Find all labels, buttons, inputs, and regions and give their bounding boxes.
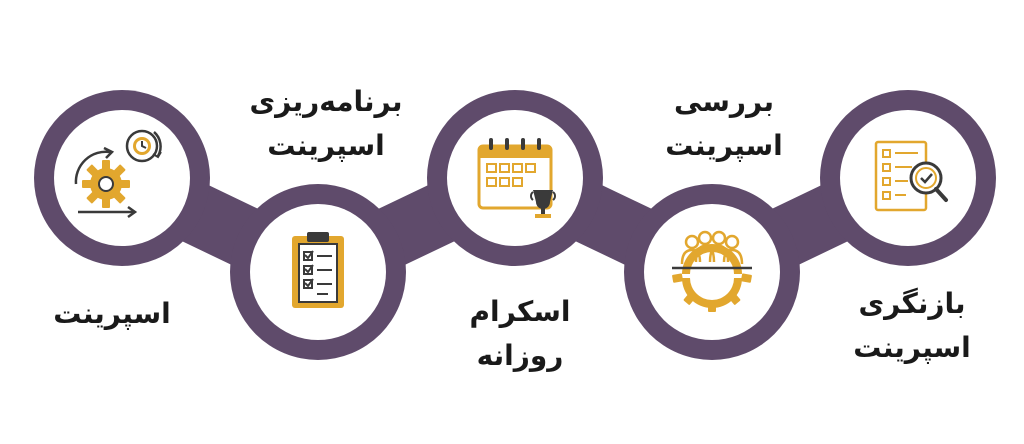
step-1-ring <box>34 90 210 266</box>
step-2-label: برنامه‌ریزی اسپرینت <box>250 80 403 168</box>
step-3-label-line-2: روزانه <box>476 339 564 372</box>
step-4-label: بررسی اسپرینت <box>665 80 783 168</box>
step-3-label-line-1: اسکرام <box>469 295 571 328</box>
step-5-label-line-1: بازنگری <box>858 287 966 320</box>
clipboard-checklist-icon <box>292 232 344 308</box>
step-1-label-line-1: اسپرینت <box>53 297 171 330</box>
step-2-label-line-1: برنامه‌ریزی <box>249 85 403 118</box>
step-4-ring <box>624 184 800 360</box>
step-5-label-line-2: اسپرینت <box>853 331 971 364</box>
step-4-label-line-2: اسپرینت <box>665 129 783 162</box>
step-4-label-line-1: بررسی <box>674 85 774 118</box>
step-3-label: اسکرام روزانه <box>470 290 571 378</box>
team-gear-icon <box>672 230 752 312</box>
step-5-label: بازنگری اسپرینت <box>853 282 971 370</box>
step-2-label-line-2: اسپرینت <box>267 129 385 162</box>
step-5-ring <box>820 90 996 266</box>
gear-clock-cycle-icon <box>74 129 162 219</box>
calendar-trophy-icon <box>477 138 556 218</box>
step-1-label: اسپرینت <box>53 292 171 336</box>
checklist-magnifier-icon <box>874 140 948 212</box>
